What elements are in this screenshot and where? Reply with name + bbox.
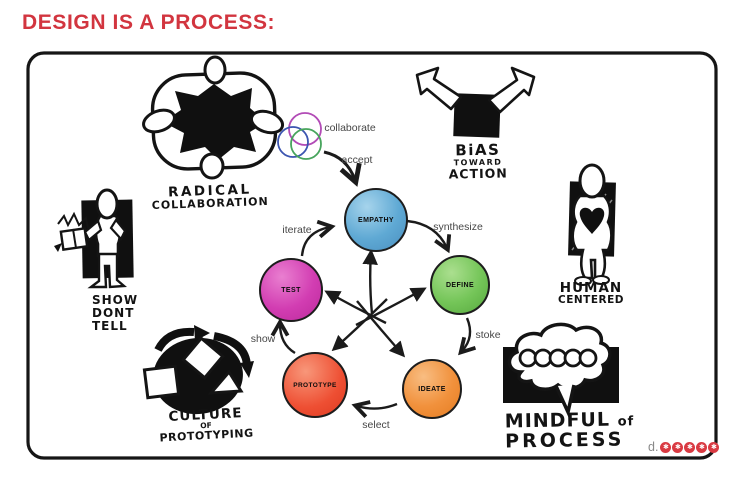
person-head — [578, 163, 606, 199]
venn-purple — [288, 112, 322, 146]
synthesize-arrow — [406, 219, 447, 248]
flow-label-select: select — [362, 419, 390, 431]
caption-culture-of-prototyping: CULTURE OF PROTOTYPING — [140, 405, 272, 445]
stage-label: DEFINE — [445, 281, 475, 289]
process-circle-empathy: EMPATHY — [344, 188, 408, 252]
radical-collaboration-drawing — [142, 55, 285, 180]
person-head-right — [249, 109, 285, 135]
frame-border — [26, 51, 718, 460]
venn-green — [290, 128, 322, 160]
logo-dot: ✱ — [708, 441, 720, 453]
flow-label-synthesize: synthesize — [433, 221, 483, 233]
process-circle-test: TEST — [259, 258, 323, 322]
gift-ribbon — [72, 228, 77, 249]
process-circle-define: DEFINE — [430, 255, 490, 315]
arrow-to-test — [324, 290, 387, 325]
logo-dot: ✱ — [660, 441, 672, 453]
person-foot-left — [574, 276, 592, 286]
caption-line: SHOW — [92, 293, 139, 307]
show-arrow — [280, 324, 296, 355]
select-arrow — [357, 404, 398, 409]
bead — [518, 348, 538, 368]
person-arm-left — [83, 219, 103, 242]
logo-dot: ✱ — [684, 441, 696, 453]
gift-bow — [57, 211, 89, 229]
stage-label: TEST — [281, 286, 301, 294]
logo-prefix: d. — [648, 440, 659, 454]
logo-dot: ✱ — [696, 441, 708, 453]
star-arrows — [324, 248, 427, 358]
person-body — [571, 194, 613, 280]
flow-label-accept: accept — [341, 154, 373, 166]
person-head-top — [203, 55, 227, 85]
bead — [563, 348, 583, 368]
caption-line: ACTION — [448, 165, 508, 182]
square-shape — [142, 364, 181, 400]
table-center-blob — [163, 84, 266, 160]
venn-circles-icon — [277, 112, 322, 160]
bead — [548, 348, 568, 368]
gift-spike-right — [88, 247, 95, 255]
flow-label-stoke: stoke — [475, 329, 501, 341]
iterate-arrow — [300, 227, 330, 257]
caption-line: BiAS — [455, 140, 501, 160]
heart-icon — [579, 207, 605, 234]
caption-word: of — [617, 414, 635, 430]
bead — [533, 348, 553, 368]
process-circle-prototype: PROTOTYPE — [282, 352, 348, 418]
flow-label-iterate: iterate — [282, 224, 312, 236]
caption-show-dont-tell: SHOW DONT TELL — [92, 294, 138, 333]
person-head-bottom — [199, 152, 225, 180]
arrow-up-right — [487, 66, 536, 114]
accept-arrow — [323, 150, 355, 180]
person-arm-right — [109, 218, 127, 241]
process-circle-ideate: IDEATE — [402, 359, 462, 419]
stoke-arrow — [462, 317, 470, 351]
arrow-up-left — [415, 66, 463, 111]
logo-dot: ✱ — [672, 441, 684, 453]
arrow-to-ideate — [356, 300, 406, 358]
cycle-arc-right-head — [240, 361, 254, 378]
human-centered-drawing — [568, 163, 616, 286]
flow-label-collaborate: collaborate — [324, 122, 376, 134]
triangle-shape — [207, 369, 244, 395]
stage-label: IDEATE — [418, 385, 446, 393]
person-head-left — [142, 108, 176, 134]
cycle-arc-left-head — [194, 325, 210, 341]
caption-human-centered: HUMAN CENTERED — [541, 281, 641, 306]
cycle-arc-left — [154, 327, 195, 352]
bead — [578, 348, 598, 368]
caption-bias-toward-action: BiAS TOWARD ACTION — [428, 140, 529, 182]
stage-label: EMPATHY — [358, 216, 394, 224]
show-dont-tell-drawing — [54, 188, 134, 289]
gift-spike-left — [54, 243, 62, 252]
diamond-shape — [181, 336, 225, 380]
person-legs — [87, 252, 127, 289]
mindful-of-process-drawing — [503, 322, 619, 418]
culture-of-prototyping-drawing — [142, 325, 254, 415]
person-head — [95, 188, 119, 220]
flow-arrows — [280, 150, 470, 409]
flow-label-show: show — [250, 333, 276, 345]
page-title: DESIGN IS A PROCESS: — [22, 11, 276, 34]
caption-line: DONT — [92, 306, 135, 320]
caption-line: HUMAN — [559, 280, 623, 296]
bias-toward-action-drawing — [415, 66, 536, 138]
caption-line: TELL — [92, 319, 128, 333]
stage-label: PROTOTYPE — [293, 381, 337, 389]
person-foot-right — [592, 275, 610, 285]
arrow-to-prototype — [331, 298, 388, 352]
caption-line: CENTERED — [558, 294, 624, 307]
venn-blue — [277, 126, 309, 158]
dschool-logo: d. ✱ ✱ ✱ ✱ ✱ — [648, 440, 720, 454]
cloud-tail — [554, 384, 576, 418]
arrow-to-define — [355, 287, 427, 327]
black-box — [453, 93, 501, 138]
caption-radical-collaboration: RADICAL COLLABORATION — [134, 181, 287, 213]
arrow-to-empathy — [362, 248, 378, 315]
